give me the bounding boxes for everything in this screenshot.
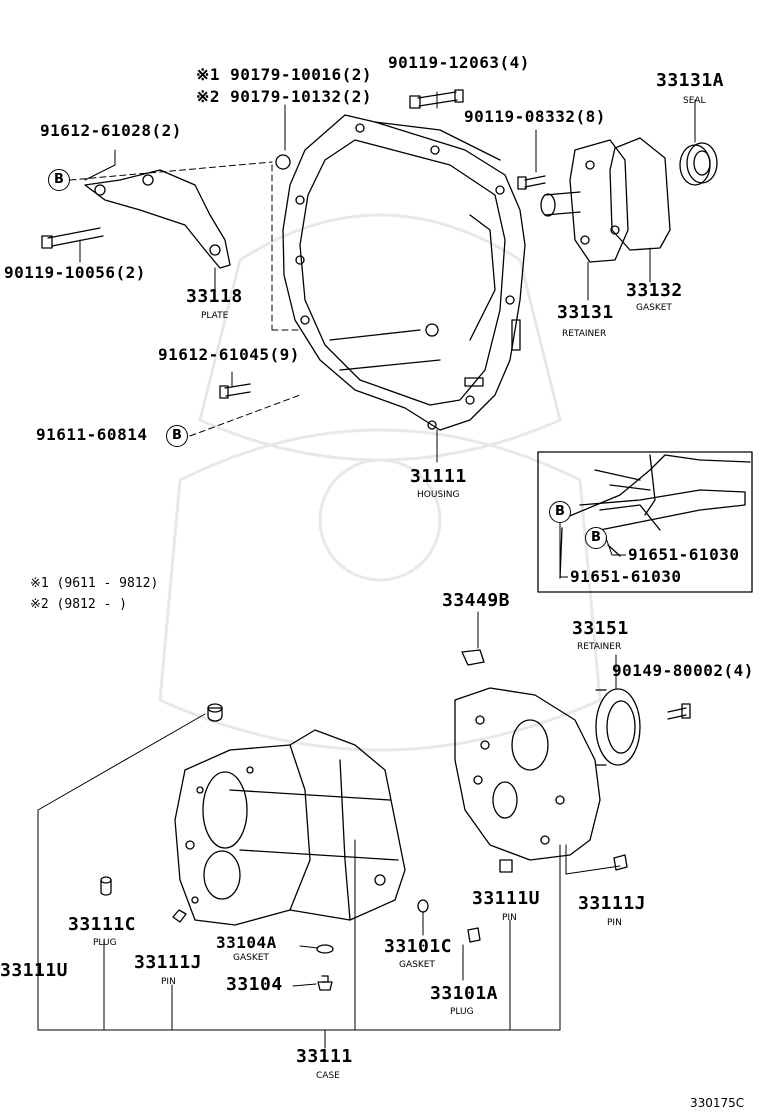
part-name-pin-left: PIN: [161, 977, 176, 987]
part-number-33101A: 33101A: [430, 983, 499, 1004]
part-name-plate: PLATE: [201, 311, 229, 321]
part-number-33151: 33151: [572, 618, 629, 639]
part-number-33111: 33111: [296, 1046, 353, 1067]
detail-inset: [537, 451, 753, 593]
rear-retainer-drawing: [595, 688, 641, 766]
part-name-case: CASE: [316, 1071, 340, 1081]
part-number-90119-08332: 90119-08332(8): [464, 107, 606, 126]
part-name-retainer: RETAINER: [562, 329, 607, 339]
part-number-91651-61030-a: 91651-61030: [628, 545, 740, 564]
note-1: ※1 (9611 - 9812): [30, 576, 159, 591]
part-number-33111J-left: 33111J: [134, 952, 203, 973]
part-number-33104: 33104: [226, 974, 283, 995]
intermediate-plate-drawing: [454, 687, 601, 861]
part-number-33111U-left: 33111U: [0, 960, 69, 981]
watermark: [158, 213, 602, 752]
part-number-33449B: 33449B: [442, 590, 511, 611]
part-number-33111U-right: 33111U: [472, 888, 541, 909]
part-name-pin-center: PIN: [502, 913, 517, 923]
ref-marker-b-1: B: [48, 169, 70, 191]
part-name-pin-right: PIN: [607, 918, 622, 928]
small-parts-drawing: [100, 649, 691, 991]
note-2: ※2 (9812 - ): [30, 597, 127, 612]
seal-drawing: [679, 142, 718, 186]
part-number-90179-10132: ※2 90179-10132(2): [196, 87, 373, 106]
housing-drawing: [282, 114, 526, 431]
retainer-drawing: [540, 139, 629, 263]
part-number-33131: 33131: [557, 302, 614, 323]
part-name-gasket-33104A: GASKET: [233, 953, 269, 963]
plate-drawing: [84, 169, 231, 269]
part-number-90119-12063: 90119-12063(4): [388, 53, 530, 72]
part-number-91612-61028: 91612-61028(2): [40, 121, 182, 140]
part-number-90179-10016: ※1 90179-10016(2): [196, 65, 373, 84]
part-name-housing: HOUSING: [417, 490, 460, 500]
part-number-91651-61030-b: 91651-61030: [570, 567, 682, 586]
part-number-31111: 31111: [410, 466, 467, 487]
part-number-33101C: 33101C: [384, 936, 453, 957]
part-name-seal: SEAL: [683, 96, 706, 106]
part-name-gasket: GASKET: [636, 303, 672, 313]
part-number-91612-61045: 91612-61045(9): [158, 345, 300, 364]
part-number-91611-60814: 91611-60814: [36, 425, 148, 444]
ref-marker-b-2: B: [166, 425, 188, 447]
part-number-90149-80002: 90149-80002(4): [612, 661, 754, 680]
case-drawing: [174, 729, 406, 926]
part-number-33111J-right: 33111J: [578, 893, 647, 914]
part-number-33132: 33132: [626, 280, 683, 301]
part-name-plug-33101A: PLUG: [450, 1007, 474, 1017]
part-number-33118: 33118: [186, 286, 243, 307]
gasket-drawing: [609, 137, 671, 251]
part-name-gasket-33101C: GASKET: [399, 960, 435, 970]
leader-lines-upper: [69, 91, 696, 463]
figure-id: 330175C: [690, 1096, 745, 1110]
part-number-33104A: 33104A: [216, 933, 277, 952]
part-number-33131A: 33131A: [656, 70, 725, 91]
part-name-plug: PLUG: [93, 938, 117, 948]
bolt-drawings: [41, 89, 546, 399]
part-name-retainer-rear: RETAINER: [577, 642, 622, 652]
leader-lines-lower: [37, 611, 621, 1049]
part-number-90119-10056: 90119-10056(2): [4, 263, 146, 282]
part-number-33111C: 33111C: [68, 914, 137, 935]
